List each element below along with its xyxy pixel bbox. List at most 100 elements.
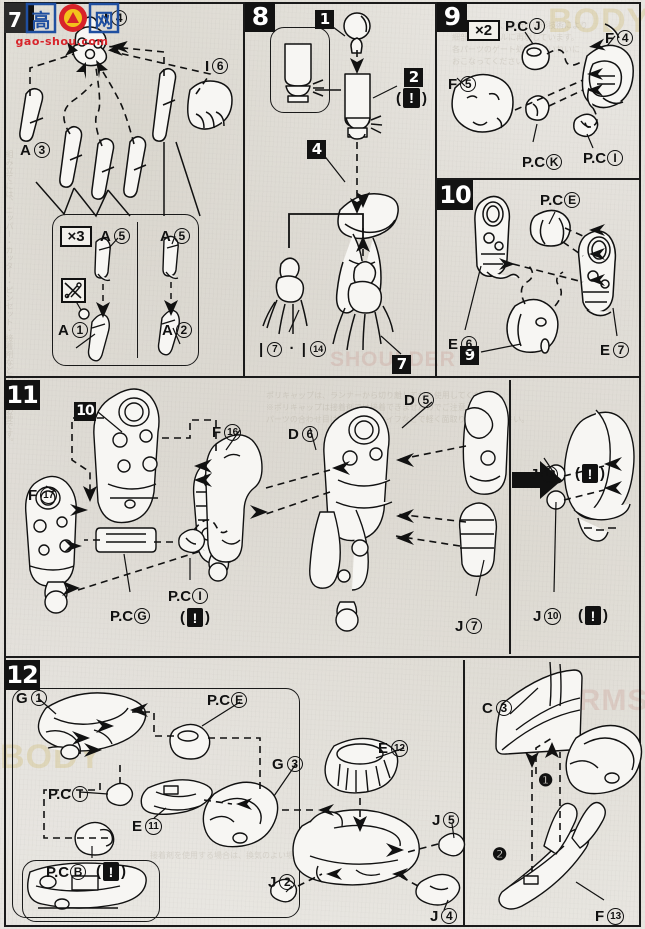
panel-8-step-2: 2: [404, 68, 423, 87]
part-index-circle: 6: [461, 336, 478, 353]
part-letter: F: [28, 487, 38, 504]
panel-8-warning: (!): [396, 88, 427, 108]
panel-12: [4, 660, 643, 925]
paren-open: (: [180, 609, 185, 626]
warning-icon: !: [585, 606, 601, 625]
paren-close: ): [600, 465, 605, 482]
warning-icon: (!): [575, 464, 605, 483]
paren-close: ): [422, 89, 427, 107]
part-index-circle: 5: [173, 228, 190, 245]
warning-badge-p12-warn-pcb: (!): [96, 862, 126, 881]
part-letter: D: [288, 425, 299, 443]
panel-8-step-7: 7: [392, 355, 411, 374]
watermark-logo: 7 高 网 gao-shou.com: [4, 2, 122, 52]
part-prefix: P.C: [46, 863, 70, 881]
part-index-circle: I: [72, 786, 89, 803]
part-index-circle: 11: [145, 818, 163, 835]
part-prefix: P.C: [110, 607, 134, 625]
part-index-circle: 7: [466, 618, 483, 635]
part-letter: D: [404, 391, 415, 409]
warning-icon: !: [187, 608, 203, 627]
panel-8: 1 2 4 7: [245, 2, 435, 376]
part-letter: E: [378, 740, 389, 757]
part-index-circle: I: [607, 150, 624, 167]
circle-7: 7: [267, 341, 283, 357]
warning-icon: !: [582, 464, 598, 483]
part-index-circle: E: [231, 692, 248, 709]
step-bullet-p12-bullet-2: ❷: [492, 845, 508, 864]
part-letter: E: [448, 335, 459, 353]
part-index-circle: 4: [441, 908, 458, 925]
part-index-circle: 5: [417, 392, 434, 409]
part-index-circle: E: [564, 192, 581, 209]
paren-close: ): [603, 607, 608, 624]
part-index-circle: 1: [71, 322, 88, 339]
part-index-circle: K: [546, 154, 563, 171]
panel-9-multiplier-x2: ×2: [467, 20, 500, 41]
step-bullet-p12-bullet-1: ❶: [538, 771, 554, 790]
part-letter: F: [448, 75, 458, 93]
part-prefix: P.C: [540, 191, 564, 209]
part-index-circle: 13: [607, 908, 625, 925]
part-index-circle: 6: [212, 58, 229, 75]
paren-close: ): [205, 609, 210, 626]
part-index-circle: 2: [175, 322, 192, 339]
part-letter: G: [16, 689, 28, 707]
svg-text:gao-shou.com: gao-shou.com: [16, 35, 109, 48]
part-letter: I: [205, 57, 210, 75]
part-index-circle: 5: [460, 76, 477, 93]
svg-text:网: 网: [94, 10, 113, 32]
part-index-circle: 1: [30, 690, 47, 707]
warning-icon: (!): [578, 606, 608, 625]
part-index-circle: J: [529, 18, 546, 35]
part-letter: E: [600, 341, 611, 359]
part-index-circle: 16: [224, 424, 242, 441]
part-index-circle: 4: [617, 30, 634, 47]
part-index-circle: 12: [541, 466, 559, 483]
part-prefix: P.C: [505, 17, 529, 35]
dot-separator: ·: [289, 340, 295, 357]
part-index-circle: 10: [544, 608, 562, 625]
warning-badge-p11-warn-j12: (!): [575, 464, 605, 483]
part-letter: A: [100, 227, 111, 245]
divider-row1-row2: [4, 376, 641, 378]
part-letter: E: [132, 818, 143, 835]
part-index-circle: 17: [40, 487, 58, 504]
panel-8-artwork: [245, 2, 435, 376]
divider-row2-row3: [4, 656, 641, 658]
paren-open: (: [578, 607, 583, 624]
nipper-icon: [61, 278, 86, 303]
part-index-circle: 12: [391, 740, 409, 757]
divider-bottom: [4, 925, 641, 927]
part-letter: A: [58, 321, 69, 339]
panel-badge-12: 12: [4, 660, 40, 690]
panel-badge-9: 9: [437, 2, 467, 32]
part-prefix: P.C: [168, 587, 192, 605]
part-index-circle: 5: [443, 812, 460, 829]
warning-badge-p11-warn-pci: (!): [180, 608, 210, 627]
svg-text:7: 7: [8, 8, 22, 32]
part-letter: A: [162, 321, 173, 339]
warning-icon: (!): [180, 608, 210, 627]
part-index-circle: G: [134, 608, 151, 625]
